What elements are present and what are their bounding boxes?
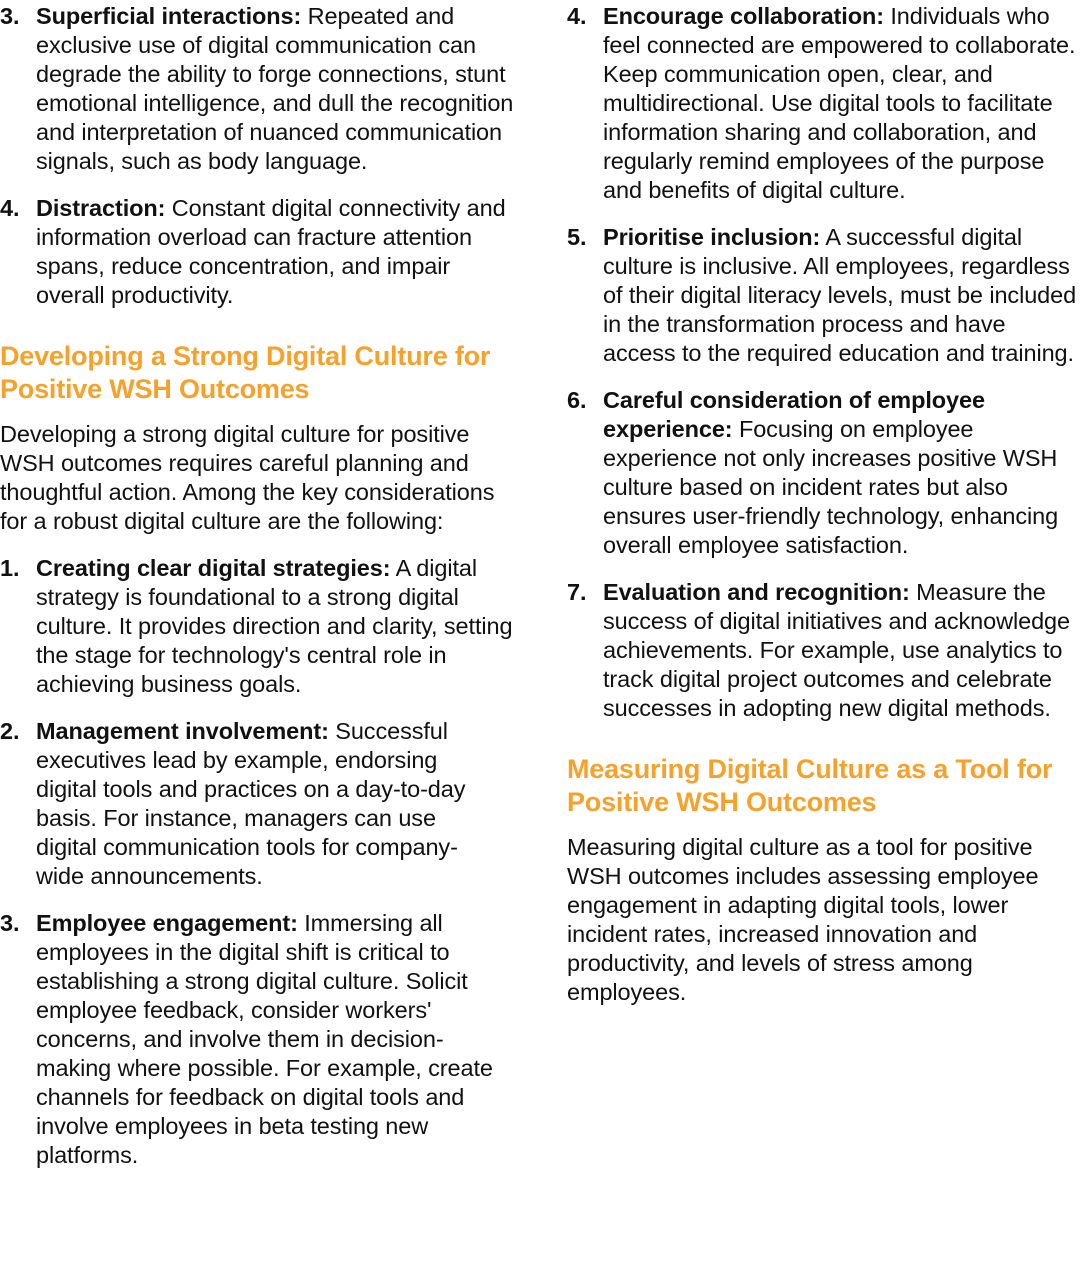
list-term: Creating clear digital strategies: (36, 555, 391, 581)
list-term: Encourage collaboration: (603, 3, 884, 29)
list-number: 5. (567, 224, 587, 250)
list-item-distraction: 4. Distraction: Constant digital connecti… (0, 194, 520, 310)
list-term: Prioritise inclusion: (603, 224, 821, 250)
list-term: Management involvement: (36, 718, 329, 744)
list-number: 4. (567, 3, 587, 29)
left-column: 3. Superficial interactions: Repeated and… (0, 2, 520, 1188)
list-item-prioritise-inclusion: 5. Prioritise inclusion: A successful dig… (567, 223, 1080, 368)
section-heading-developing: Developing a Strong Digital Culture for … (0, 341, 491, 404)
list-item-employee-engagement: 3. Employee engagement: Immersing all emp… (0, 909, 506, 1170)
list-number: 3. (0, 910, 20, 936)
list-item-evaluation-recognition: 7. Evaluation and recognition: Measure th… (567, 578, 1080, 723)
list-text: Focusing on employee experience not only… (603, 416, 1059, 558)
list-text: Repeated and exclusive use of digital co… (36, 3, 514, 174)
list-item-clear-strategies: 1. Creating clear digital strategies: A d… (0, 554, 520, 699)
list-text: Immersing all employees in the digital s… (36, 910, 493, 1168)
intro-paragraph: Developing a strong digital culture for … (0, 421, 495, 534)
list-text: A digital strategy is foundational to a … (36, 555, 513, 697)
list-text: Successful executives lead by example, e… (36, 718, 466, 889)
section-heading-measuring: Measuring Digital Culture as a Tool for … (567, 754, 1053, 817)
list-term: Evaluation and recognition: (603, 579, 910, 605)
list-item-superficial-interactions: 3. Superficial interactions: Repeated and… (0, 2, 520, 176)
list-number: 7. (567, 579, 587, 605)
list-term: Employee engagement: (36, 910, 298, 936)
list-item-encourage-collaboration: 4. Encourage collaboration: Individuals w… (567, 2, 1080, 205)
right-column: 4. Encourage collaboration: Individuals w… (567, 2, 1080, 1025)
list-item-employee-experience: 6. Careful consideration of employee expe… (567, 386, 1080, 560)
list-number: 1. (0, 555, 20, 581)
list-term: Distraction: (36, 195, 166, 221)
list-number: 6. (567, 387, 587, 413)
list-number: 4. (0, 195, 20, 221)
list-text: A successful digital culture is inclusiv… (603, 224, 1077, 366)
list-item-management-involvement: 2. Management involvement: Successful exe… (0, 717, 486, 891)
list-term: Superficial interactions: (36, 3, 302, 29)
list-text: Constant digital connectivity and inform… (36, 195, 506, 308)
list-text: Individuals who feel connected are empow… (603, 3, 1076, 203)
list-term: Careful consideration of employee experi… (603, 387, 985, 442)
list-text: Measure the success of digital initiativ… (603, 579, 1070, 721)
list-number: 3. (0, 3, 20, 29)
measuring-paragraph: Measuring digital culture as a tool for … (567, 834, 1039, 1005)
list-number: 2. (0, 718, 20, 744)
